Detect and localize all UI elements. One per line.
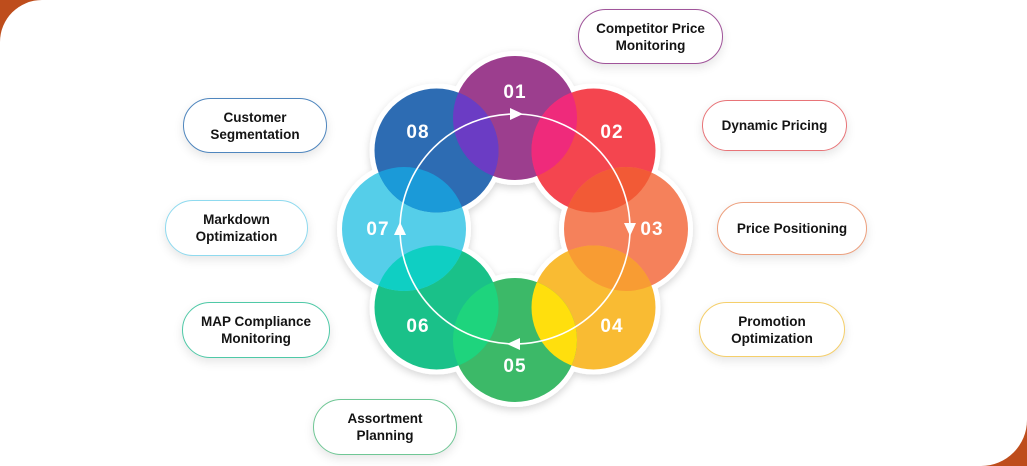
flow-arrow (394, 108, 636, 350)
label-text: Promotion Optimization (731, 313, 813, 346)
arrowhead-top-icon (510, 108, 523, 120)
step-circles (342, 56, 688, 402)
lens-04-05 (531, 278, 577, 370)
label-text: Competitor Price Monitoring (596, 20, 705, 53)
lens-02-03 (564, 167, 656, 213)
label-pill-markdown-optimization: Markdown Optimization (165, 200, 308, 256)
label-pill-dynamic-pricing: Dynamic Pricing (702, 100, 847, 151)
lens-06-07 (374, 245, 466, 291)
lens-03-04 (564, 245, 656, 291)
step-number-05: 05 (503, 356, 526, 377)
step-number-01: 01 (503, 82, 526, 103)
step-number-07: 07 (366, 219, 389, 240)
label-text: MAP Compliance Monitoring (200, 314, 312, 346)
arrowhead-left-icon (394, 222, 406, 235)
overlap-lenses (374, 88, 656, 370)
lens-05-06 (453, 278, 499, 370)
label-pill-map-compliance-monitoring: MAP Compliance Monitoring (182, 302, 330, 358)
step-number-04: 04 (600, 316, 623, 337)
label-text: Dynamic Pricing (721, 118, 828, 133)
label-pill-customer-segmentation: Customer Segmentation (183, 98, 327, 153)
label-pill-assortment-planning: Assortment Planning (313, 399, 457, 455)
label-pill-price-positioning: Price Positioning (717, 202, 867, 255)
label-text: Price Positioning (736, 221, 848, 236)
step-numbers: 01 02 03 04 05 06 07 08 (366, 82, 663, 377)
lens-07-08 (374, 167, 466, 213)
step-number-08: 08 (406, 122, 429, 143)
label-text: Markdown Optimization (195, 212, 278, 244)
label-text: Customer Segmentation (210, 109, 300, 142)
arrowhead-right-icon (624, 223, 636, 236)
arrowhead-bottom-icon (507, 338, 520, 350)
step-number-06: 06 (406, 316, 429, 337)
lens-08-01 (453, 88, 499, 180)
step-number-03: 03 (640, 219, 663, 240)
step-number-02: 02 (600, 122, 623, 143)
label-text: Assortment Planning (347, 411, 423, 443)
label-pill-competitor-price-monitoring: Competitor Price Monitoring (578, 9, 723, 64)
label-pill-promotion-optimization: Promotion Optimization (699, 302, 845, 357)
lens-01-02 (531, 88, 577, 180)
